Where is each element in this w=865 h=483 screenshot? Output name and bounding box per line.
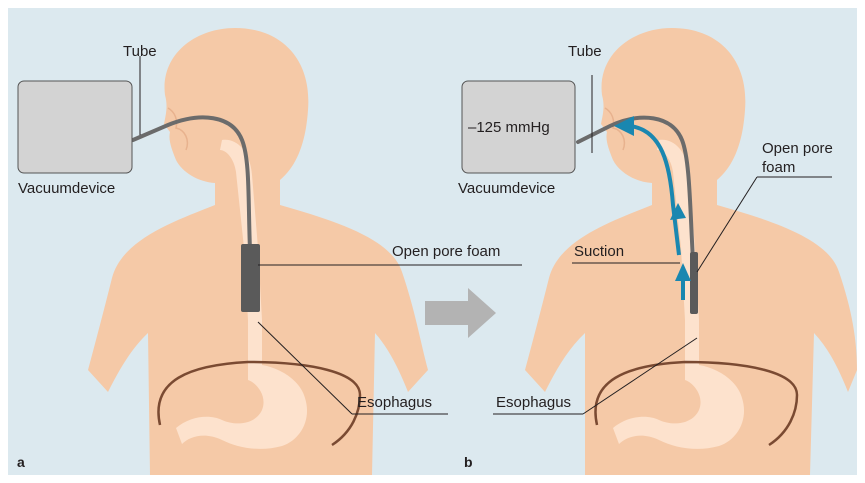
panel-letter-b: b [464,454,473,470]
vacuum-device-label-b: Vacuumdevice [458,180,555,197]
foam-block-b [690,252,698,314]
vacuum-device-a [18,81,132,173]
panel-letter-a: a [17,454,25,470]
tube-label-b: Tube [568,43,602,60]
foam-label-a: Open pore foam [392,243,500,260]
esophagus-label-a: Esophagus [357,394,432,411]
vacuum-device-value: –125 mmHg [468,119,550,136]
tube-label-a: Tube [123,43,157,60]
suction-label: Suction [574,243,624,260]
foam-label-b-line2: foam [762,159,795,176]
foam-block-a [241,244,260,312]
vacuum-device-label-a: Vacuumdevice [18,180,115,197]
esophagus-label-b: Esophagus [496,394,571,411]
foam-label-b-line1: Open pore [762,140,833,157]
